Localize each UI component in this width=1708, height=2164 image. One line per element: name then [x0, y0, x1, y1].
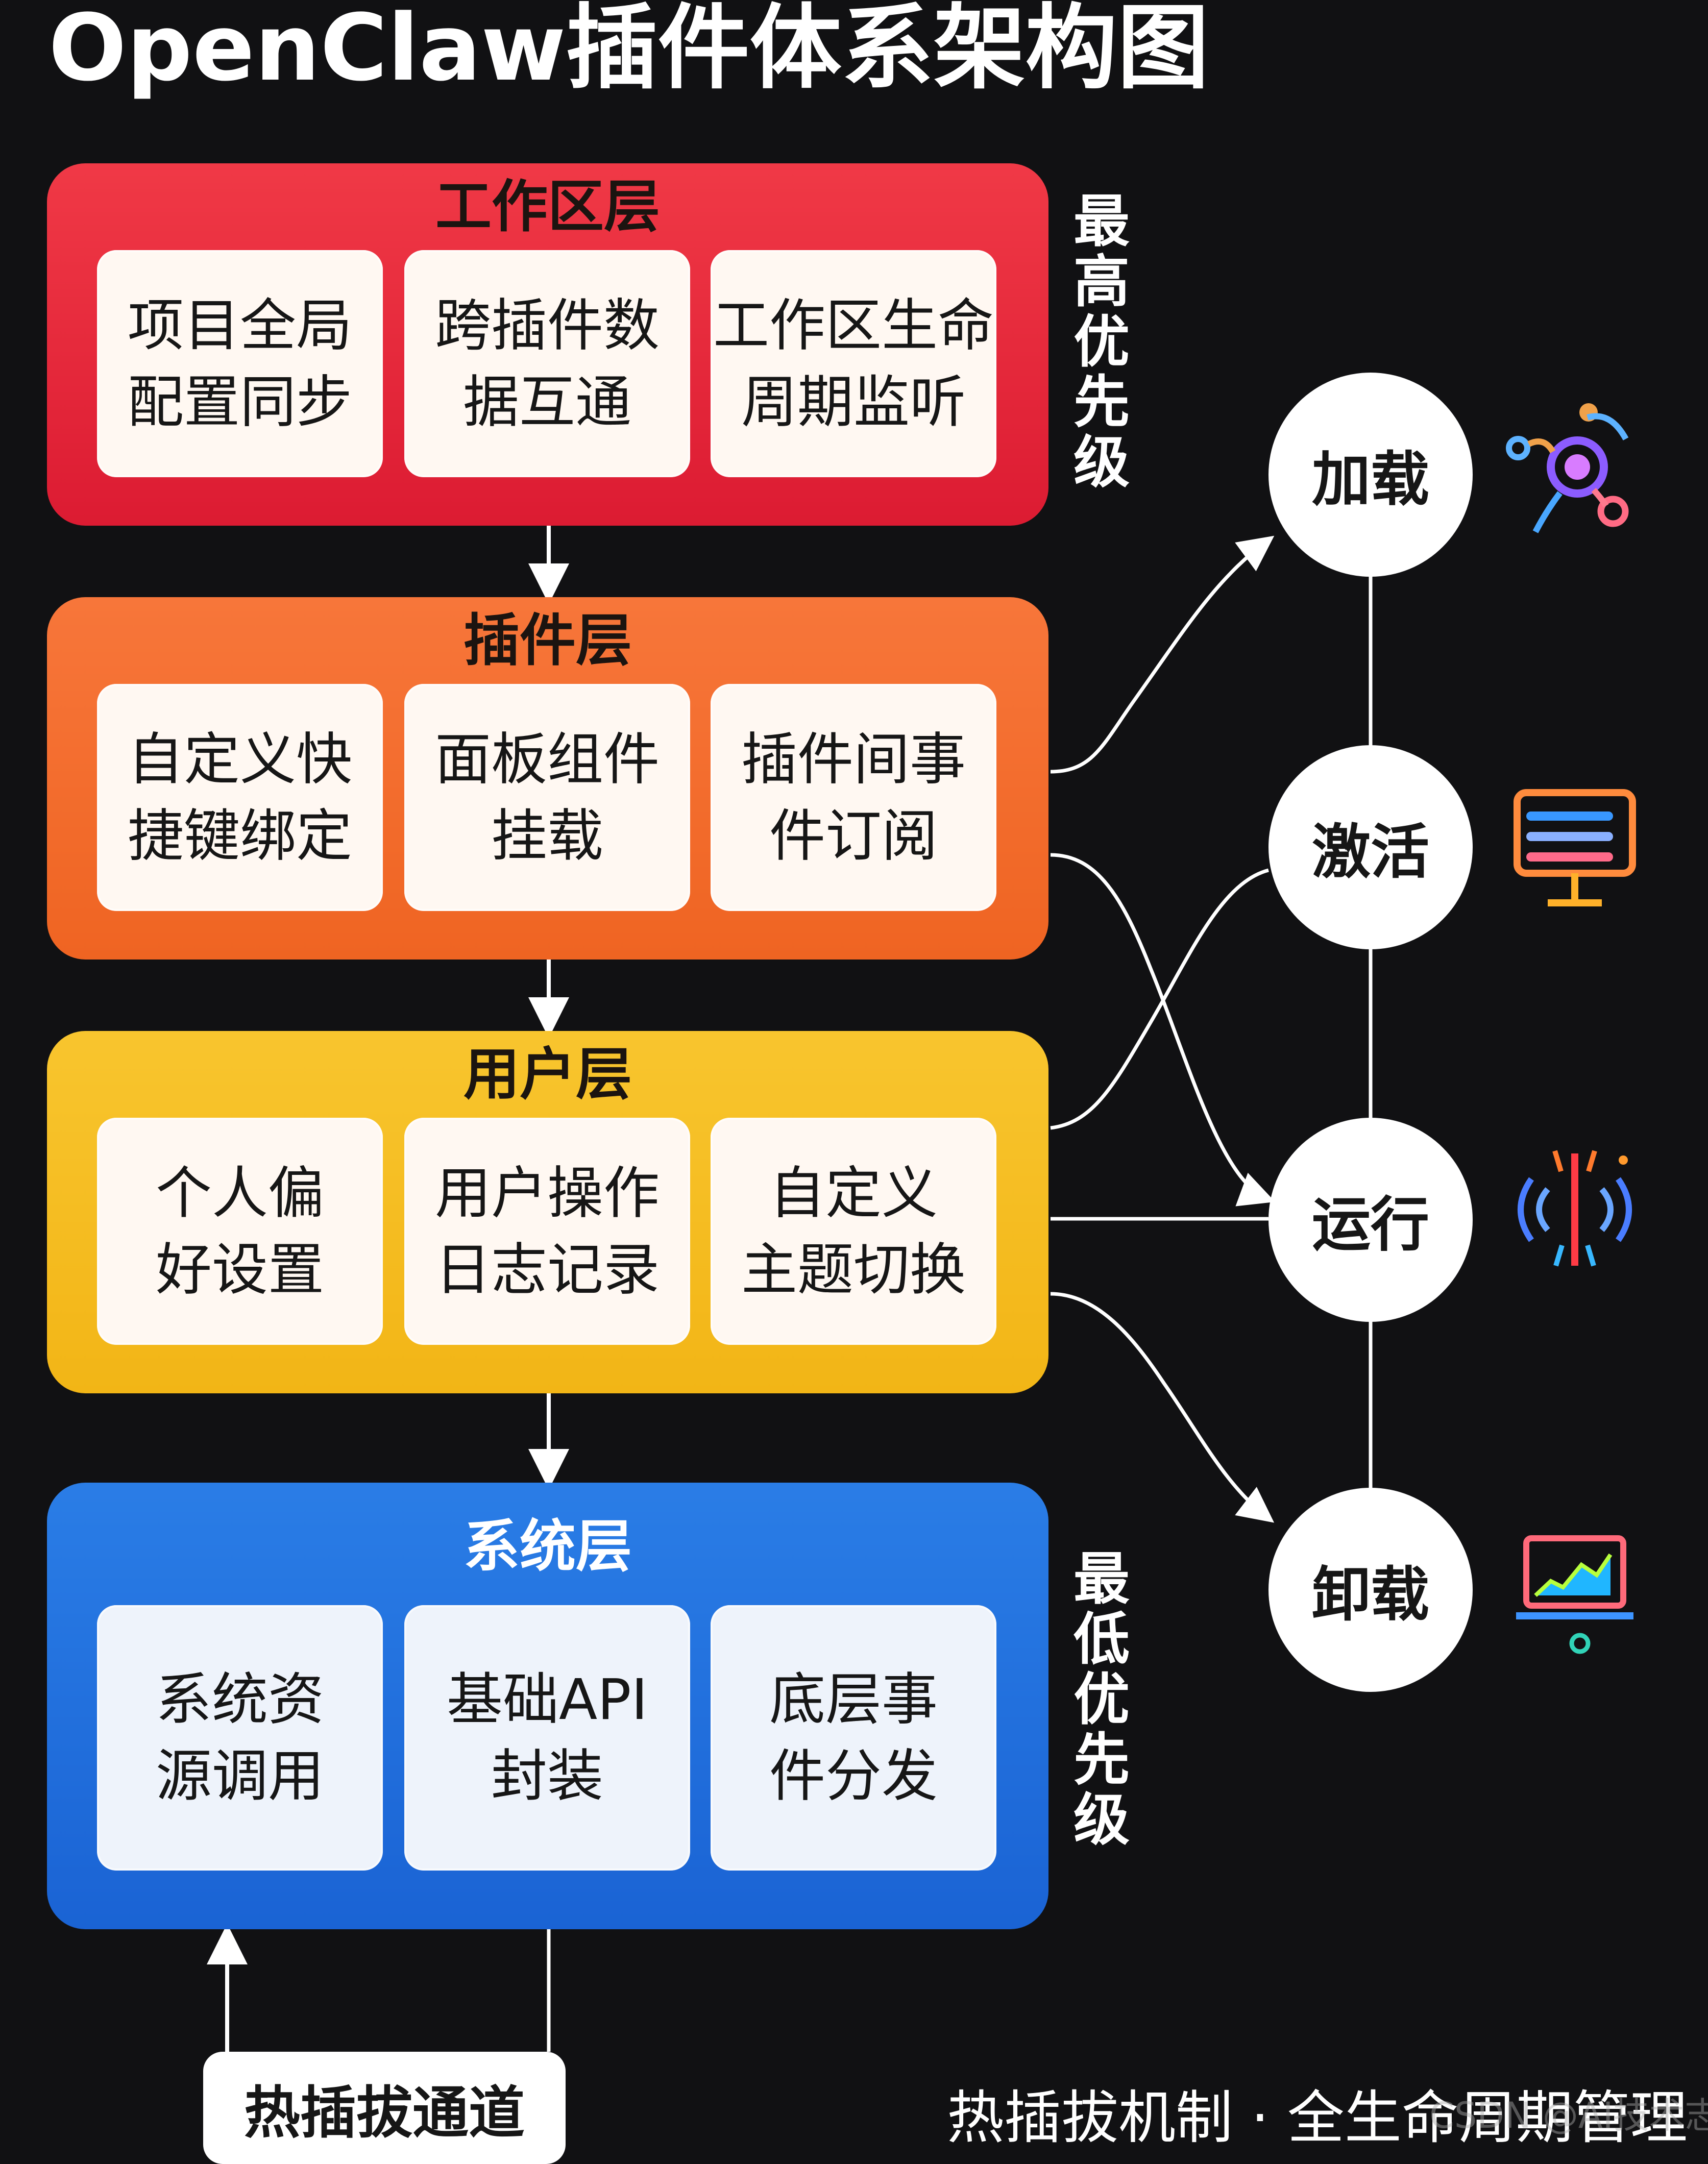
- plugin-card-shortcut-binding-line2: 捷键绑定: [128, 803, 352, 869]
- user-card-operation-log: 用户操作 日志记录: [404, 1118, 690, 1345]
- hotplug-channel-label: 热插拔通道: [203, 2052, 566, 2164]
- system-layer-title: 系统层: [463, 1514, 632, 1579]
- plugin-card-panel-mount-line1: 面板组件: [435, 726, 660, 792]
- system-card-event-dispatch-line1: 底层事: [769, 1667, 938, 1732]
- user-card-preferences: 个人偏 好设置: [97, 1118, 383, 1345]
- plugin-layer-title: 插件层: [463, 608, 632, 673]
- lifecycle-stage-unload: 卸载: [1268, 1488, 1473, 1692]
- user-card-operation-log-line1: 用户操作: [435, 1160, 660, 1226]
- highest-priority-label: 最高优先级: [1073, 189, 1130, 495]
- workspace-card-config-sync-line2: 配置同步: [128, 369, 352, 435]
- workspace-card-config-sync-line1: 项目全局: [128, 292, 352, 358]
- monitor-control-icon: [1514, 789, 1636, 906]
- workspace-layer: 工作区层 项目全局 配置同步 跨插件数 据互通 工作区生命 周期监听: [47, 163, 1048, 526]
- curve-user-to-activate: [1050, 868, 1269, 1130]
- plugin-card-event-subscription-line1: 插件间事: [741, 726, 966, 792]
- signal-wave-icon: [1518, 1150, 1632, 1267]
- lowest-priority-label: 最低优先级: [1073, 1546, 1130, 1853]
- source-watermark: CSDN @AI技术志: [1429, 2095, 1708, 2136]
- workspace-card-lifecycle-listener-line2: 周期监听: [741, 369, 966, 435]
- user-card-theme-switch-line2: 主题切换: [741, 1237, 966, 1302]
- lifecycle-stage-run-label: 运行: [1311, 1191, 1429, 1259]
- lifecycle-stage-load-label: 加载: [1311, 446, 1429, 514]
- search-process-icon: [1506, 403, 1629, 533]
- lifecycle-stage-activate-label: 激活: [1311, 818, 1429, 887]
- system-card-resource-call-line2: 源调用: [156, 1743, 324, 1809]
- plugin-card-panel-mount-line2: 挂载: [491, 803, 603, 869]
- workspace-card-data-interop: 跨插件数 据互通: [404, 250, 690, 477]
- lifecycle-stage-run: 运行: [1268, 1118, 1473, 1322]
- system-card-resource-call-line1: 系统资: [156, 1667, 324, 1732]
- lifecycle-stage-activate: 激活: [1268, 745, 1473, 949]
- page-title: OpenClaw插件体系架构图: [48, 0, 1209, 102]
- system-card-api-wrapper-line1: 基础API: [446, 1667, 648, 1732]
- curve-plugin-to-run: [1050, 853, 1276, 1207]
- user-layer: 用户层 个人偏 好设置 用户操作 日志记录 自定义 主题切换: [47, 1031, 1048, 1393]
- user-card-preferences-line2: 好设置: [156, 1237, 324, 1302]
- plugin-card-shortcut-binding: 自定义快 捷键绑定: [97, 684, 383, 911]
- workspace-card-data-interop-line1: 跨插件数: [435, 292, 660, 358]
- workspace-card-data-interop-line2: 据互通: [463, 369, 631, 435]
- plugin-card-panel-mount: 面板组件 挂载: [404, 684, 690, 911]
- system-layer: 系统层 系统资 源调用 基础API 封装 底层事 件分发: [47, 1483, 1048, 1929]
- system-card-event-dispatch: 底层事 件分发: [711, 1605, 996, 1871]
- user-card-operation-log-line2: 日志记录: [435, 1237, 660, 1302]
- workspace-card-lifecycle-listener-line1: 工作区生命: [713, 292, 994, 358]
- system-card-api-wrapper-line2: 封装: [491, 1743, 603, 1809]
- user-card-theme-switch-line1: 自定义: [769, 1160, 938, 1226]
- footer-title: 热插拔机制 · 全生命周期管理: [947, 2085, 1688, 2151]
- plugin-layer: 插件层 自定义快 捷键绑定 面板组件 挂载 插件间事 件订阅: [47, 597, 1048, 960]
- system-card-resource-call: 系统资 源调用: [97, 1605, 383, 1871]
- plugin-card-event-subscription-line2: 件订阅: [769, 803, 938, 869]
- plugin-card-event-subscription: 插件间事 件订阅: [711, 684, 996, 911]
- lifecycle-stage-load: 加载: [1268, 373, 1473, 577]
- user-card-theme-switch: 自定义 主题切换: [711, 1118, 996, 1345]
- user-card-preferences-line1: 个人偏: [156, 1160, 324, 1226]
- curve-plugin-to-load: [1050, 535, 1275, 774]
- workspace-card-config-sync: 项目全局 配置同步: [97, 250, 383, 477]
- curve-user-to-unload: [1050, 1292, 1275, 1523]
- system-card-api-wrapper: 基础API 封装: [404, 1605, 690, 1871]
- lifecycle-stage-unload-label: 卸载: [1311, 1561, 1429, 1629]
- plugin-card-shortcut-binding-line1: 自定义快: [128, 726, 352, 792]
- system-card-event-dispatch-line2: 件分发: [769, 1743, 938, 1809]
- laptop-chart-icon: [1516, 1535, 1633, 1654]
- user-layer-title: 用户层: [463, 1042, 632, 1107]
- workspace-card-lifecycle-listener: 工作区生命 周期监听: [711, 250, 996, 477]
- workspace-layer-title: 工作区层: [435, 174, 660, 239]
